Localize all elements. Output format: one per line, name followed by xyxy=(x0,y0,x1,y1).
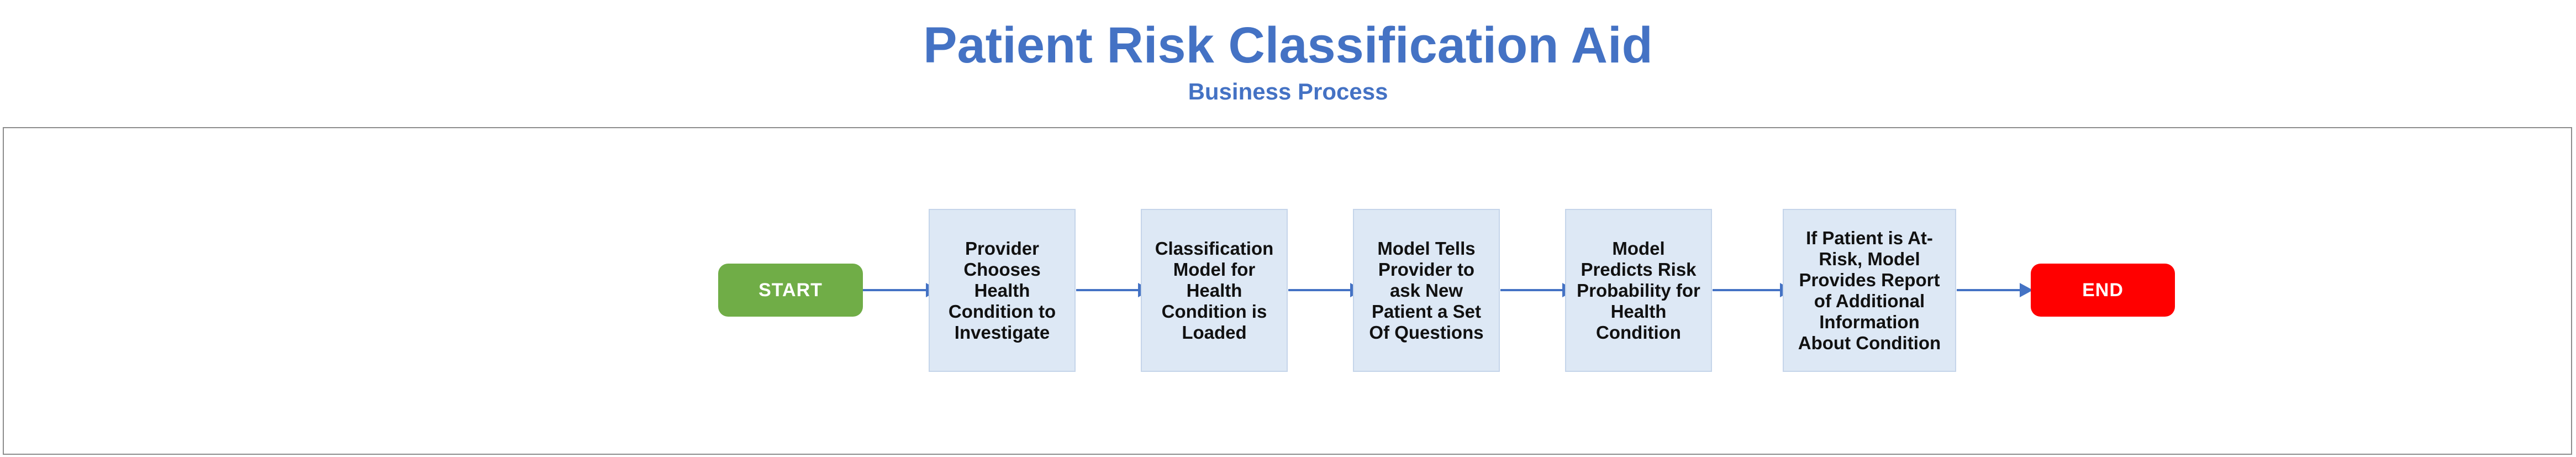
process-step-3-label: Model Tells Provider to ask New Patient … xyxy=(1369,238,1484,343)
process-step-5-label: If Patient is At-Risk, Model Provides Re… xyxy=(1798,227,1941,353)
process-step-5: If Patient is At-Risk, Model Provides Re… xyxy=(1783,209,1956,372)
diagram-title: Patient Risk Classification Aid xyxy=(923,17,1653,73)
start-node: START xyxy=(718,264,863,317)
process-step-3: Model Tells Provider to ask New Patient … xyxy=(1353,209,1500,372)
process-step-1-label: Provider Chooses Health Condition to Inv… xyxy=(948,238,1056,343)
start-label: START xyxy=(758,279,823,301)
process-step-1: Provider Chooses Health Condition to Inv… xyxy=(929,209,1076,372)
process-step-2: Classification Model for Health Conditio… xyxy=(1141,209,1288,372)
end-node: END xyxy=(2031,264,2175,317)
end-label: END xyxy=(2082,279,2124,301)
arrowhead-6 xyxy=(2020,283,2033,297)
process-step-4-label: Model Predicts Risk Probability for Heal… xyxy=(1577,238,1700,343)
diagram-subtitle: Business Process xyxy=(1188,78,1388,104)
process-step-2-label: Classification Model for Health Conditio… xyxy=(1155,238,1274,343)
process-step-4: Model Predicts Risk Probability for Heal… xyxy=(1565,209,1712,372)
process-frame xyxy=(3,127,2572,455)
